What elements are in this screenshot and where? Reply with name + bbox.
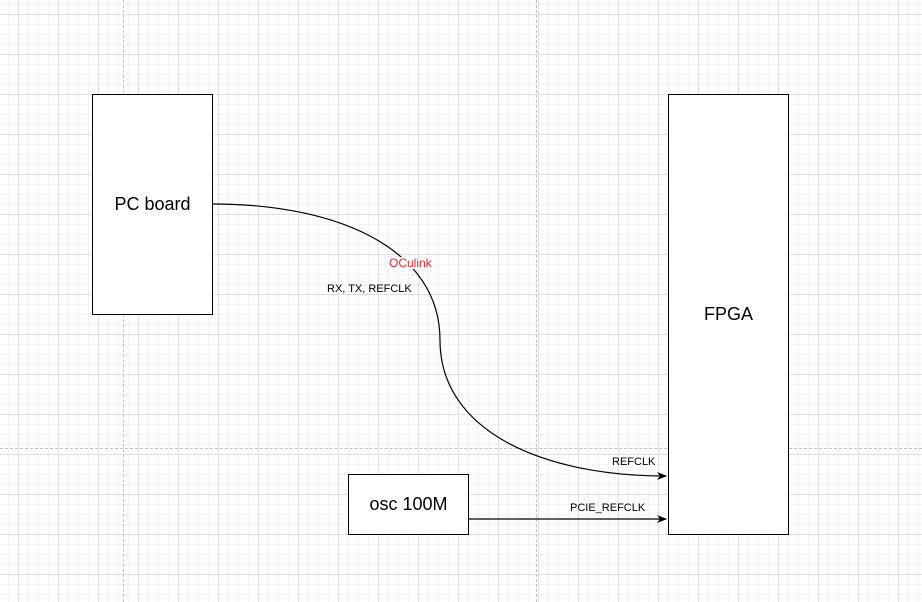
fpga-label: FPGA — [703, 304, 753, 324]
pc-board-label: PC board — [114, 194, 191, 214]
oscillator-node[interactable]: osc 100M — [348, 474, 469, 535]
signals-edge-label: RX, TX, REFCLK — [327, 283, 412, 295]
pc-board-node[interactable]: PC board — [92, 94, 213, 315]
oculink-connector[interactable] — [212, 203, 667, 480]
oscillator-label: osc 100M — [369, 494, 448, 514]
pcie-refclk-edge-label: PCIE_REFCLK — [570, 502, 646, 514]
fpga-node[interactable]: FPGA — [668, 94, 789, 535]
oculink-edge-label: OCulink — [388, 256, 433, 270]
refclk-edge-label: REFCLK — [612, 456, 656, 468]
page-break-line — [0, 448, 922, 449]
page-break-line — [536, 0, 537, 602]
